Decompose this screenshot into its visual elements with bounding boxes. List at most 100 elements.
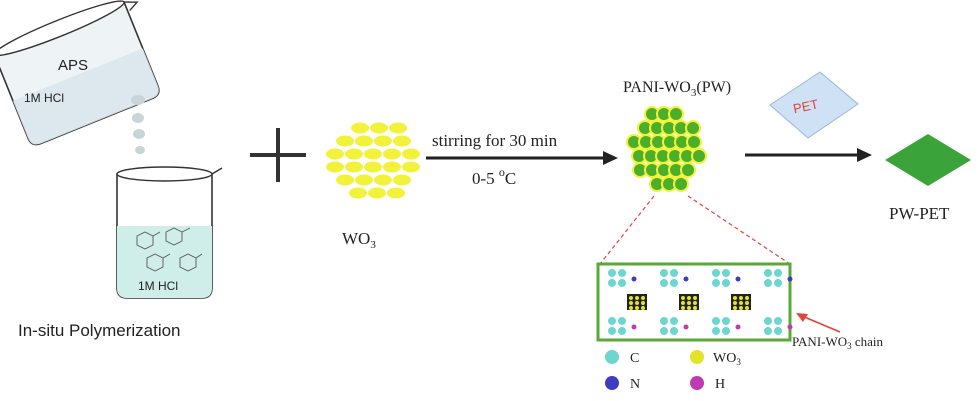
- pw-pet-label: PW-PET: [889, 204, 950, 223]
- plus-icon: [250, 128, 306, 182]
- pani-particle: [658, 164, 670, 176]
- legend-swatch-wo3: [690, 350, 704, 364]
- pet-label: PET: [792, 96, 820, 116]
- chain-carbon: [774, 327, 782, 335]
- pouring-drops: [131, 95, 145, 154]
- pani-wo3-particles: [626, 106, 707, 192]
- pani-particle: [657, 150, 669, 162]
- wo3-particle: [364, 161, 382, 173]
- chain-carbon: [722, 327, 730, 335]
- chain-wo3-dot: [693, 301, 697, 305]
- pani-particle: [675, 122, 687, 134]
- wo3-particle: [383, 161, 401, 173]
- chain-wo3-dot: [693, 296, 697, 300]
- aps-label: APS: [58, 57, 88, 74]
- chain-carbon: [670, 279, 678, 287]
- wo3-label: WO3: [342, 229, 376, 251]
- chain-carbon: [670, 269, 678, 277]
- chain-nitrogen: [631, 276, 637, 282]
- pani-particle: [651, 122, 663, 134]
- zoom-lines: [599, 195, 791, 265]
- condition-stirring: stirring for 30 min: [432, 131, 558, 150]
- wo3-particle: [345, 148, 363, 160]
- pani-particle: [640, 136, 652, 148]
- chain-hydrogen: [683, 324, 689, 330]
- chain-carbon: [774, 279, 782, 287]
- wo3-particle: [336, 135, 354, 147]
- chain-wo3-dot: [629, 306, 633, 310]
- chain-carbon: [618, 317, 626, 325]
- chain-carbon: [660, 317, 668, 325]
- pani-particle: [693, 150, 705, 162]
- wo3-particle: [355, 135, 373, 147]
- chain-wo3-dot: [687, 296, 691, 300]
- aps-beaker: [0, 0, 160, 146]
- chain-wo3-dot: [681, 296, 685, 300]
- reaction-arrow: [426, 151, 618, 165]
- chain-wo3-dot: [681, 306, 685, 310]
- chain-wo3-dot: [745, 296, 749, 300]
- pani-particle: [670, 108, 682, 120]
- wo3-particle: [368, 187, 386, 199]
- chain-wo3-dot: [641, 296, 645, 300]
- pani-particle: [687, 122, 699, 134]
- chain-carbon: [618, 327, 626, 335]
- chain-inset: [596, 262, 793, 342]
- chain-carbon: [660, 279, 668, 287]
- pani-particle: [646, 164, 658, 176]
- pani-particle: [682, 164, 694, 176]
- legend-label-c: C: [630, 351, 639, 366]
- coating-arrow: [745, 148, 872, 162]
- pani-wo3-label: PANI-WO3(PW): [623, 79, 731, 99]
- chain-wo3-dot: [641, 301, 645, 305]
- pani-particle: [628, 136, 640, 148]
- pani-particle: [681, 150, 693, 162]
- wo3-particle: [374, 174, 392, 186]
- chain-carbon: [764, 269, 772, 277]
- pani-particle: [670, 164, 682, 176]
- chain-wo3-dot: [739, 306, 743, 310]
- chain-carbon: [712, 279, 720, 287]
- chain-carbon: [618, 269, 626, 277]
- pani-particle: [663, 122, 675, 134]
- pani-particle: [675, 178, 687, 190]
- chain-wo3-dot: [739, 296, 743, 300]
- wo3-particle: [364, 148, 382, 160]
- chain-wo3-dot: [629, 296, 633, 300]
- condition-temperature: 0-5 oC: [472, 165, 516, 188]
- pani-particle: [676, 136, 688, 148]
- chain-carbon: [712, 269, 720, 277]
- beaker-acid-label: 1M HCl: [138, 279, 178, 293]
- wo3-particle: [402, 148, 420, 160]
- chain-carbon: [670, 327, 678, 335]
- chain-carbon: [774, 317, 782, 325]
- aps-acid-label: 1M HCl: [24, 91, 64, 105]
- wo3-particle: [389, 122, 407, 134]
- wo3-particle: [326, 161, 344, 173]
- chain-wo3-dot: [733, 296, 737, 300]
- chain-carbon: [764, 327, 772, 335]
- wo3-particle: [326, 148, 344, 160]
- pet-substrate: PET: [769, 71, 859, 139]
- chain-wo3-dot: [681, 301, 685, 305]
- chain-carbon: [712, 317, 720, 325]
- chain-nitrogen: [735, 276, 741, 282]
- chain-wo3-dot: [687, 306, 691, 310]
- wo3-particle: [393, 174, 411, 186]
- chain-wo3-dot: [635, 301, 639, 305]
- chain-wo3-dot: [687, 301, 691, 305]
- pani-particle: [646, 108, 658, 120]
- wo3-particles: [326, 122, 420, 199]
- chain-wo3-dot: [733, 306, 737, 310]
- chain-wo3-dot: [739, 301, 743, 305]
- pani-particle: [669, 150, 681, 162]
- chain-carbon: [608, 269, 616, 277]
- chain-hydrogen: [735, 324, 741, 330]
- chain-carbon: [722, 279, 730, 287]
- pani-particle: [639, 122, 651, 134]
- chain-wo3-dot: [641, 306, 645, 310]
- chain-pointer: [796, 313, 841, 333]
- wo3-particle: [370, 122, 388, 134]
- reaction-beaker: 1M HCl: [116, 166, 223, 299]
